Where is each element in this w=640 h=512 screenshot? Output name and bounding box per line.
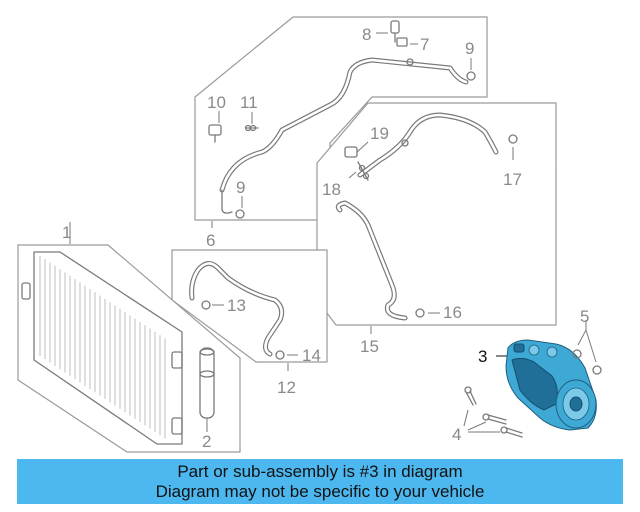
panel-12-liquid-line [171, 249, 328, 371]
bolts-part-4 [463, 386, 523, 438]
dowels-part-5 [572, 320, 602, 375]
panel-6-suction-hose [194, 16, 488, 228]
callout-11: 11 [240, 93, 258, 112]
callout-10: 10 [207, 93, 226, 112]
callout-19: 19 [370, 124, 389, 143]
callout-7: 7 [420, 35, 429, 54]
callout-17: 17 [503, 170, 522, 189]
callout-9-upper: 9 [465, 39, 474, 58]
parts-diagram: 8 7 9 10 11 9 6 19 18 17 16 15 [17, 16, 602, 453]
callout-1: 1 [62, 223, 71, 242]
callout-4: 4 [452, 425, 461, 444]
callout-2: 2 [202, 432, 211, 451]
callout-13: 13 [227, 296, 246, 315]
callout-8: 8 [362, 25, 371, 44]
compressor-part-3 [496, 339, 597, 431]
callout-14: 14 [302, 346, 321, 365]
panel-15-discharge-hose [316, 102, 557, 334]
banner-line-2: Diagram may not be specific to your vehi… [155, 481, 485, 501]
callout-16: 16 [443, 303, 462, 322]
callout-9-lower: 9 [236, 178, 245, 197]
banner-line-1: Part or sub-assembly is #3 in diagram [177, 461, 463, 481]
callout-5: 5 [580, 307, 589, 326]
info-banner: Part or sub-assembly is #3 in diagram Di… [17, 459, 623, 504]
callout-6: 6 [206, 231, 215, 250]
panel-1-condenser [17, 222, 241, 453]
callout-3: 3 [478, 347, 487, 366]
callout-18: 18 [322, 180, 341, 199]
callout-12: 12 [277, 378, 296, 397]
callout-15: 15 [360, 337, 379, 356]
